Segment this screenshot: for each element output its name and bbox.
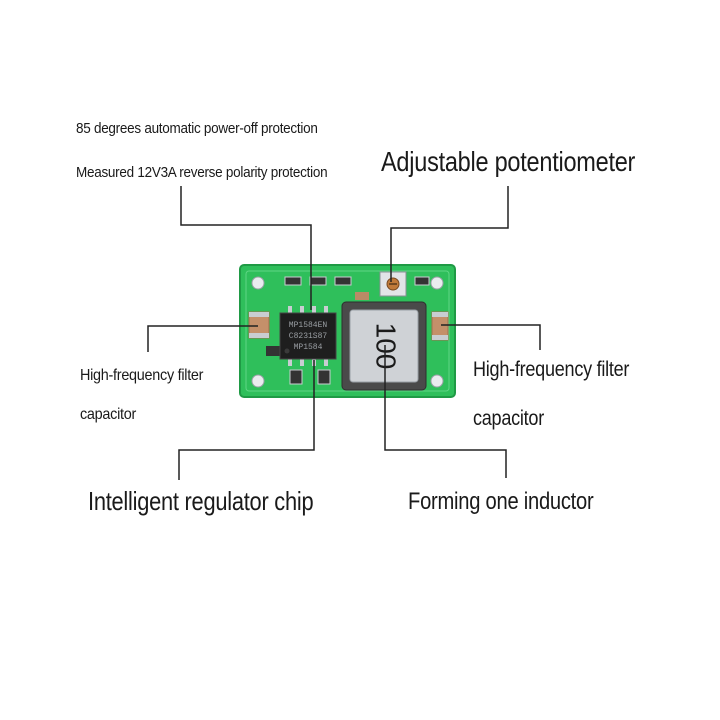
label-potentiometer: Adjustable potentiometer (381, 146, 636, 177)
label-right-capacitor-line2: capacitor (473, 407, 544, 430)
smd-part (266, 346, 280, 356)
mount-hole (430, 276, 444, 290)
smd-part (289, 369, 303, 385)
inductor-marking: 100 (371, 323, 402, 370)
smd-resistor (284, 276, 302, 286)
smd-resistor (414, 276, 430, 286)
leader-protection (180, 186, 312, 310)
label-reverse-polarity: Measured 12V3A reverse polarity protecti… (76, 164, 328, 181)
smd-resistor (334, 276, 352, 286)
chip-marking-2: C8231S87 (289, 332, 328, 341)
inductor (341, 301, 427, 391)
smd-resistor (309, 276, 327, 286)
label-thermal-protection: 85 degrees automatic power-off protectio… (76, 120, 318, 137)
chip-marking-3: MP1584 (294, 343, 323, 352)
label-right-capacitor-line1: High-frequency filter (473, 358, 630, 381)
label-inductor: Forming one inductor (408, 488, 594, 515)
label-left-capacitor-line1: High-frequency filter (80, 367, 204, 384)
leader-left-capacitor (147, 325, 258, 352)
smd-capacitor (355, 292, 369, 300)
mount-hole (430, 374, 444, 388)
leader-potentiometer (390, 186, 509, 282)
leader-right-capacitor (441, 324, 541, 350)
smd-part (317, 369, 331, 385)
mount-hole (251, 276, 265, 290)
leader-regulator-chip (178, 360, 315, 480)
leader-inductor (384, 345, 507, 478)
mount-hole (251, 374, 265, 388)
chip-marking-1: MP1584EN (289, 321, 328, 330)
label-regulator-chip: Intelligent regulator chip (88, 486, 314, 516)
label-left-capacitor-line2: capacitor (80, 406, 137, 423)
